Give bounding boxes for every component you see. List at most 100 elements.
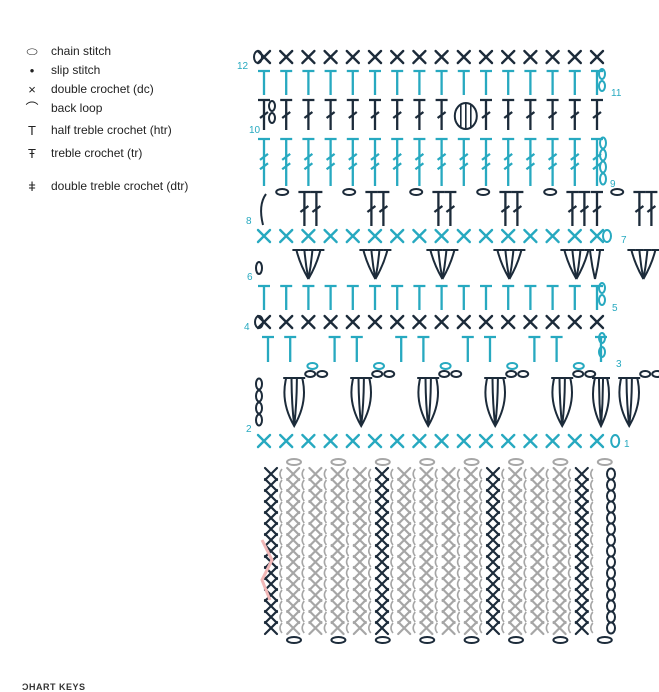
double-crochet-symbol (478, 314, 494, 330)
double-crochet-symbol (286, 510, 301, 526)
back-loop-symbol (501, 589, 505, 601)
double-crochet-symbol (352, 532, 367, 548)
back-loop-symbol (323, 589, 328, 601)
row-label-7: 7 (621, 235, 627, 246)
double-crochet-symbol (552, 543, 567, 559)
back-loop-symbol (567, 556, 572, 568)
double-crochet-symbol (552, 466, 567, 482)
double-crochet-symbol (441, 598, 456, 614)
double-crochet-symbol (374, 598, 390, 614)
double-crochet-symbol (308, 543, 323, 559)
back-loop-symbol (412, 622, 416, 634)
double-crochet-symbol (419, 510, 434, 526)
back-loop-symbol (523, 611, 527, 623)
back-loop-symbol (479, 589, 483, 601)
treble-symbol (633, 190, 646, 226)
back-loop-symbol (390, 578, 394, 590)
double-crochet-symbol (508, 587, 523, 603)
double-crochet-symbol (567, 49, 582, 65)
back-loop-symbol (390, 490, 394, 502)
double-crochet-symbol (352, 466, 367, 482)
chain-stitch-symbol (254, 315, 264, 329)
double-crochet-symbol (463, 488, 478, 504)
chain-stitch-symbol (286, 636, 302, 644)
double-crochet-symbol (441, 554, 456, 570)
double-crochet-symbol (263, 477, 279, 493)
back-loop-symbol (345, 479, 350, 491)
back-loop-symbol (368, 468, 372, 480)
double-crochet-symbol (463, 620, 478, 636)
back-loop-symbol (434, 468, 439, 480)
double-crochet-symbol (530, 620, 545, 636)
back-loop-symbol (412, 589, 416, 601)
back-loop-symbol (567, 501, 572, 513)
back-loop-symbol (323, 534, 328, 546)
back-loop-symbol (479, 512, 483, 524)
double-crochet-symbol (279, 433, 294, 449)
double-crochet-symbol (367, 314, 383, 330)
half-treble-symbol (524, 284, 537, 310)
half-treble-symbol (568, 284, 581, 310)
double-crochet-symbol (530, 499, 545, 515)
back-loop-symbol (412, 501, 416, 513)
back-loop-symbol (279, 468, 283, 480)
back-loop-symbol (523, 556, 527, 568)
back-loop-symbol (390, 523, 394, 535)
back-loop-symbol (501, 523, 505, 535)
treble-symbol (413, 98, 426, 130)
double-crochet-symbol (263, 510, 279, 526)
back-loop-symbol (456, 468, 461, 480)
double-crochet-symbol (374, 576, 390, 592)
chain-stitch-symbol (572, 362, 585, 370)
double-crochet-symbol (397, 620, 412, 636)
treble-symbol (578, 190, 591, 226)
back-loop-symbol (456, 534, 461, 546)
treble-symbol (591, 190, 603, 226)
row-label-9: 9 (610, 179, 616, 190)
back-loop-symbol (390, 534, 394, 546)
double-crochet-symbol (589, 49, 605, 65)
double-crochet-symbol (574, 477, 589, 493)
double-crochet-symbol (508, 576, 523, 592)
half-treble-symbol (528, 335, 541, 362)
back-loop-symbol (412, 545, 416, 557)
back-loop-symbol (323, 578, 328, 590)
double-crochet-symbol (441, 521, 456, 537)
double-crochet-symbol (308, 466, 323, 482)
double-crochet-symbol (397, 576, 412, 592)
treble-symbol (502, 98, 515, 130)
double-crochet-symbol (456, 314, 471, 330)
back-loop-symbol (545, 578, 550, 590)
double-treble-symbol (435, 137, 448, 186)
double-crochet-symbol (574, 466, 589, 482)
double-crochet-symbol (286, 532, 301, 548)
back-loop-symbol (523, 468, 527, 480)
back-loop-symbol (545, 479, 550, 491)
row-label-1: 1 (624, 439, 630, 450)
double-crochet-symbol (463, 587, 478, 603)
double-crochet-symbol (574, 554, 589, 570)
back-loop-symbol (545, 490, 550, 502)
double-crochet-symbol (434, 433, 449, 449)
back-loop-symbol (590, 600, 594, 612)
back-loop-symbol (434, 578, 439, 590)
back-loop-symbol (301, 523, 305, 535)
back-loop-symbol (368, 545, 372, 557)
double-crochet-symbol (352, 620, 367, 636)
double-crochet-symbol (485, 598, 501, 614)
back-loop-symbol (501, 534, 505, 546)
double-crochet-symbol (412, 228, 427, 244)
double-crochet-symbol (308, 565, 323, 581)
back-loop-symbol (523, 578, 527, 590)
double-crochet-symbol (279, 228, 294, 244)
double-crochet-symbol (323, 314, 338, 330)
double-crochet-symbol (552, 576, 567, 592)
double-crochet-symbol (397, 554, 412, 570)
double-crochet-symbol (301, 49, 316, 65)
double-crochet-symbol (330, 565, 345, 581)
double-crochet-symbol (463, 609, 478, 625)
fan-stitch-symbol (307, 249, 325, 280)
double-treble-crochet-icon: ǂ (28, 179, 36, 194)
back-loop-symbol (301, 545, 305, 557)
back-loop-symbol (434, 567, 439, 579)
